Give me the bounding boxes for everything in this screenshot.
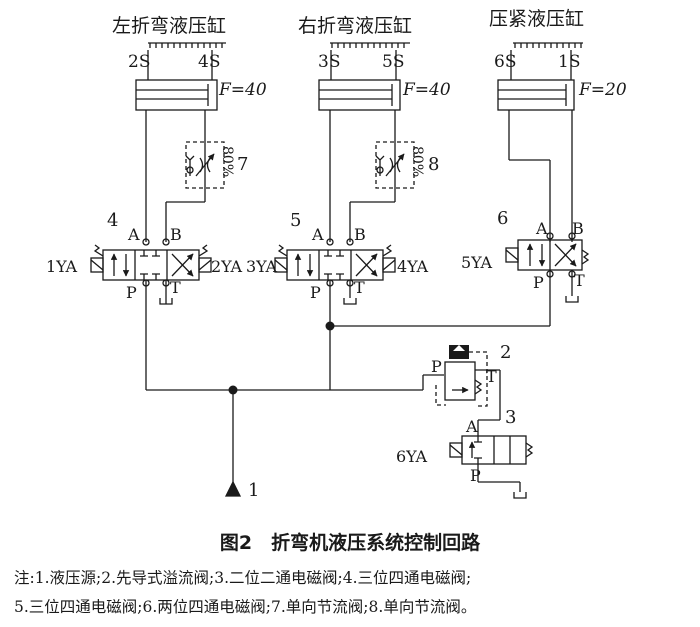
figure-note-line-1: 注:1.液压源;2.先导式溢流阀;3.二位二通电磁阀;4.三位四通电磁阀; xyxy=(14,569,472,587)
tank-symbols xyxy=(159,296,579,499)
figure-caption: 图2 折弯机液压系统控制回路 xyxy=(219,532,481,554)
valve-6-solenoid-left: 5YA xyxy=(461,253,493,272)
relief-valve-port-t: T xyxy=(486,367,497,386)
valve-4-port-b: B xyxy=(170,225,182,244)
valve-3-port-p: P xyxy=(470,466,481,485)
valve-4-solenoid-right: 2YA xyxy=(211,257,243,276)
solenoid-valve-3: 3 A 6YA P xyxy=(396,407,534,485)
source-number: 1 xyxy=(248,480,259,501)
pilot-relief-valve-2: 2 P T xyxy=(431,342,511,407)
relief-valve-port-p: P xyxy=(431,357,442,376)
valve-4-port-t: T xyxy=(170,278,181,297)
clamp-cylinder-pos-a: 6S xyxy=(494,52,516,72)
valve-4-port-a: A xyxy=(127,225,140,244)
right-bending-cylinder: 右折弯液压缸 3S 5S F=40 xyxy=(298,15,451,111)
left-cylinder-force: F=40 xyxy=(218,80,267,100)
left-cylinder-scale xyxy=(149,43,223,48)
valve-5-port-p: P xyxy=(310,283,321,302)
right-cylinder-force: F=40 xyxy=(402,80,451,100)
valve-4-number: 4 xyxy=(107,210,118,231)
valve-3-port-a: A xyxy=(465,417,478,436)
clamp-cylinder: 压紧液压缸 6S 1S F=20 xyxy=(489,8,627,111)
right-cylinder-pos-b: 5S xyxy=(382,52,404,72)
clamp-cylinder-title: 压紧液压缸 xyxy=(489,8,584,30)
left-cylinder-pos-a: 2S xyxy=(128,52,150,72)
solenoid-valve-4: 4 A B 1YA 2YA P T xyxy=(46,210,243,302)
valve-3-number: 3 xyxy=(505,407,516,428)
pipe-lines xyxy=(145,110,573,492)
valve-4-port-p: P xyxy=(126,283,137,302)
junction-dots xyxy=(228,321,335,395)
valve-6-port-b: B xyxy=(572,219,584,238)
valve-5-solenoid-left: 3YA xyxy=(246,257,278,276)
relief-valve-number: 2 xyxy=(500,342,511,363)
left-cylinder-pos-b: 4S xyxy=(198,52,220,72)
throttle-7-percent: 80% xyxy=(219,146,235,177)
valve-5-number: 5 xyxy=(290,210,301,231)
clamp-cylinder-force: F=20 xyxy=(578,80,627,100)
valve-5-solenoid-right: 4YA xyxy=(397,257,429,276)
figure-note-line-2: 5.三位四通电磁阀;6.两位四通电磁阀;7.单向节流阀;8.单向节流阀。 xyxy=(14,598,477,616)
left-cylinder-title: 左折弯液压缸 xyxy=(112,15,226,37)
hydraulic-source-1: 1 xyxy=(224,480,259,501)
valve-5-port-a: A xyxy=(311,225,324,244)
right-cylinder-title: 右折弯液压缸 xyxy=(298,15,412,37)
valve-6-port-p: P xyxy=(533,273,544,292)
valve-6-port-t: T xyxy=(574,271,585,290)
clamp-cylinder-scale xyxy=(514,43,582,48)
valve-5-port-b: B xyxy=(354,225,366,244)
check-throttle-valve-8: 80% 8 xyxy=(375,141,439,189)
throttle-8-percent: 80% xyxy=(409,146,425,177)
solenoid-valve-6: 6 A B 5YA P T xyxy=(461,208,590,292)
clamp-cylinder-pos-b: 1S xyxy=(558,52,580,72)
check-throttle-valve-7: 80% 7 xyxy=(185,141,248,189)
valve-4-solenoid-left: 1YA xyxy=(46,257,78,276)
throttle-8-number: 8 xyxy=(428,154,439,175)
hydraulic-circuit-diagram: 左折弯液压缸 2S 4S F=40 右折弯液压缸 3S 5S xyxy=(46,8,627,501)
valve-5-port-t: T xyxy=(354,278,365,297)
valve-6-number: 6 xyxy=(497,208,508,229)
right-cylinder-scale xyxy=(331,43,405,48)
throttle-7-number: 7 xyxy=(237,154,248,175)
right-cylinder-pos-a: 3S xyxy=(318,52,340,72)
valve-6-port-a: A xyxy=(535,219,548,238)
valve-3-solenoid-left: 6YA xyxy=(396,447,428,466)
left-bending-cylinder: 左折弯液压缸 2S 4S F=40 xyxy=(112,15,267,111)
solenoid-valve-5: 5 A B 3YA 4YA P T xyxy=(246,210,429,302)
